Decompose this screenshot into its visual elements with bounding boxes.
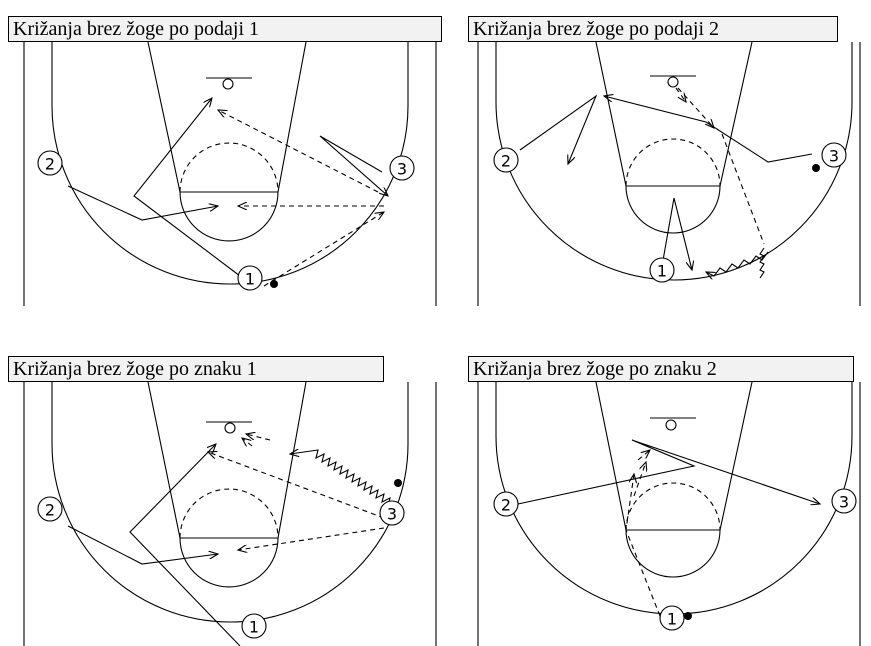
panel-title: Križanja brez žoge po podaji 1 [8,16,442,42]
player-3: 3 [821,142,847,168]
svg-text:3: 3 [839,493,849,512]
court-lines [23,41,437,306]
movement-lines [67,434,397,646]
svg-text:1: 1 [245,270,255,289]
diagram-panel-4: 1 2 3 Križanja brez žoge po znaku 2 [468,356,866,646]
player-1: 1 [659,605,685,631]
diagram-panel-2: 1 2 3 Križanja brez žoge po podaji 2 [468,16,866,306]
panel-title: Križanja brez žoge po znaku 1 [8,356,384,382]
svg-text:2: 2 [501,152,511,171]
court-diagram-2: 1 2 3 [477,41,861,306]
movement-lines [67,98,388,287]
player-3: 3 [831,488,857,514]
player-2: 2 [493,147,519,173]
court-diagram-3: 1 2 3 [23,381,437,646]
svg-text:3: 3 [387,505,397,524]
movement-lines [519,87,813,278]
movement-lines [517,439,820,617]
panel-title: Križanja brez žoge po podaji 2 [468,16,838,42]
svg-text:2: 2 [45,501,55,520]
diagram-panel-3: 1 2 3 Križanja brez žoge po znaku 1 [8,356,444,646]
panel-title: Križanja brez žoge po znaku 2 [468,356,854,382]
svg-text:2: 2 [501,496,511,515]
svg-text:1: 1 [657,262,667,281]
player-3: 3 [389,155,415,181]
ball [812,164,820,172]
player-2: 2 [37,496,63,522]
player-1: 1 [649,257,675,283]
player-2: 2 [37,150,63,176]
court-lines [477,381,861,646]
svg-text:1: 1 [249,618,259,637]
ball [394,479,402,487]
player-3: 3 [379,500,405,526]
player-2: 2 [493,491,519,517]
svg-text:3: 3 [397,160,407,179]
diagram-panel-1: 1 2 3 Križanja brez žoge po podaji 1 [8,16,444,306]
svg-text:3: 3 [829,147,839,166]
player-1: 1 [241,613,267,639]
player-1: 1 [237,265,263,291]
ball [684,612,692,620]
court-lines [477,41,861,306]
court-diagram-1: 1 2 3 [23,41,437,306]
svg-text:2: 2 [45,155,55,174]
svg-text:1: 1 [667,610,677,629]
ball [270,280,278,288]
court-diagram-4: 1 2 3 [477,381,861,646]
